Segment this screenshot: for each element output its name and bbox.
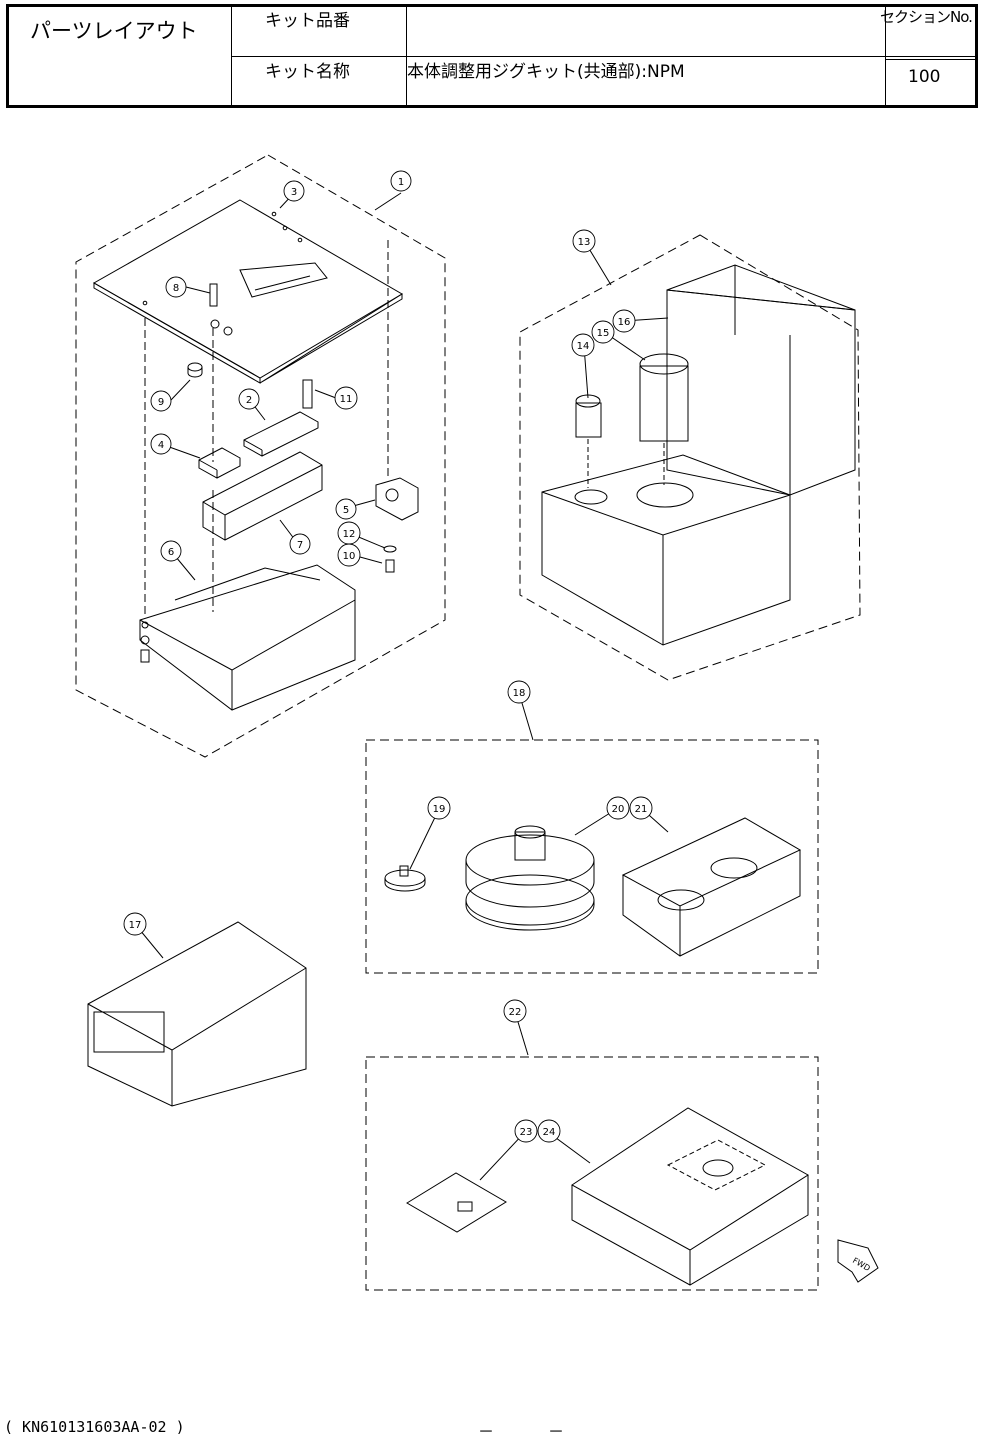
callout-17: 17 [124,913,146,935]
svg-text:1: 1 [398,177,404,188]
svg-text:19: 19 [433,804,446,815]
callout-3: 3 [284,181,304,201]
svg-text:17: 17 [129,920,142,931]
page-dash-left: － [478,1418,494,1442]
part-17-controller [88,922,306,1106]
callout-19: 19 [428,797,450,819]
callout-10: 10 [338,544,360,566]
callout-4: 4 [151,434,171,454]
callout-20: 20 [607,797,629,819]
svg-text:24: 24 [543,1127,556,1138]
doc-code: ( KN610131603AA-02 ) [4,1418,185,1436]
svg-text:6: 6 [168,547,174,558]
page-dash-right: － [548,1418,564,1442]
callout-15: 15 [592,321,614,343]
fwd-label: FWD [851,1256,872,1273]
group-22-boundary [366,1057,818,1290]
callout-11: 11 [335,387,357,409]
callout-12: 12 [338,522,360,544]
svg-text:15: 15 [597,328,610,339]
svg-text:14: 14 [577,341,590,352]
callout-5: 5 [336,499,356,519]
svg-text:18: 18 [513,688,526,699]
svg-text:13: 13 [578,237,591,248]
callout-16: 16 [613,310,635,332]
callout-23: 23 [515,1120,537,1142]
group-1-boundary [76,155,445,757]
callout-14: 14 [572,334,594,356]
callout-6: 6 [161,541,181,561]
svg-text:11: 11 [340,394,353,405]
svg-text:4: 4 [158,440,164,451]
callout-2: 2 [239,389,259,409]
callout-21: 21 [630,797,652,819]
group-18-boundary [366,740,818,973]
svg-text:22: 22 [509,1007,522,1018]
svg-text:16: 16 [618,317,631,328]
svg-text:3: 3 [291,187,297,198]
callout-18: 18 [508,681,530,703]
svg-text:12: 12 [343,529,356,540]
svg-text:20: 20 [612,804,625,815]
callout-24: 24 [538,1120,560,1142]
svg-text:23: 23 [520,1127,533,1138]
callout-8: 8 [166,277,186,297]
svg-text:2: 2 [246,395,252,406]
svg-text:9: 9 [158,397,164,408]
svg-text:21: 21 [635,804,648,815]
svg-text:8: 8 [173,283,179,294]
svg-text:10: 10 [343,551,356,562]
svg-text:7: 7 [297,540,303,551]
callout-7: 7 [290,534,310,554]
callout-9: 9 [151,391,171,411]
callout-22: 22 [504,1000,526,1022]
callout-13: 13 [573,230,595,252]
svg-text:5: 5 [343,505,349,516]
callout-1: 1 [391,171,411,191]
